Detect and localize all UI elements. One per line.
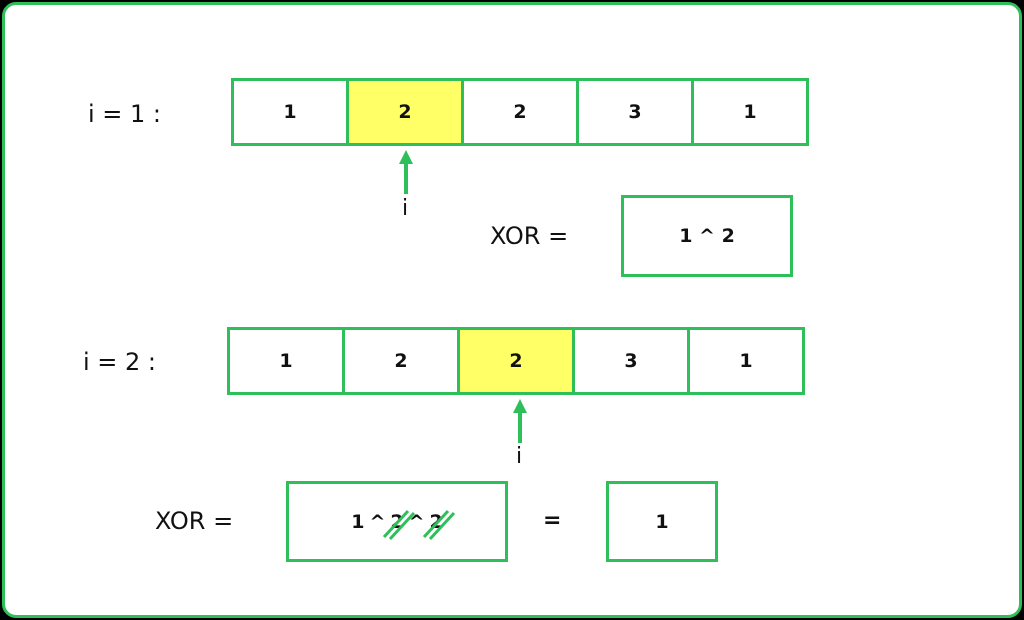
step2-array: 1 2 2 3 1 xyxy=(227,327,805,395)
step2-cell: 2 xyxy=(342,327,460,395)
cancel-strike-icon xyxy=(422,509,455,540)
step2-pointer-label: i xyxy=(516,444,523,469)
step1-array: 1 2 2 3 1 xyxy=(231,78,809,146)
step1-xor-box: 1 ^ 2 xyxy=(621,195,793,277)
step2-result-value: 1 xyxy=(655,510,669,533)
step1-cell-highlighted: 2 xyxy=(346,78,464,146)
step2-result-box: 1 xyxy=(606,481,718,562)
step1-xor-label: XOR = xyxy=(490,222,569,250)
step2-xor-label: XOR = xyxy=(155,507,234,535)
step1-cell: 1 xyxy=(231,78,349,146)
expr-term: 1 xyxy=(351,510,365,533)
expr-term-cancelled: 2 xyxy=(383,509,416,540)
step2-cell-highlighted: 2 xyxy=(457,327,575,395)
step1-xor-value: 1 ^ 2 xyxy=(679,225,735,247)
equals-sign: = xyxy=(543,508,562,533)
step1-cell: 3 xyxy=(576,78,694,146)
step2-pointer-arrow-icon xyxy=(513,399,527,443)
step1-pointer-arrow-icon xyxy=(399,150,413,194)
step2-cell: 1 xyxy=(687,327,805,395)
step1-pointer-label: i xyxy=(402,196,409,221)
expr-term-cancelled: 2 xyxy=(422,509,455,540)
expr-operator: ^ xyxy=(369,510,386,533)
step2-cell: 3 xyxy=(572,327,690,395)
step1-cell: 1 xyxy=(691,78,809,146)
step2-xor-expression-box: 1 ^ 2 ^ 2 xyxy=(286,481,508,562)
step1-cell: 2 xyxy=(461,78,579,146)
cancel-strike-icon xyxy=(383,509,416,540)
step2-label: i = 2 : xyxy=(83,348,157,376)
step1-label: i = 1 : xyxy=(88,100,162,128)
step2-cell: 1 xyxy=(227,327,345,395)
